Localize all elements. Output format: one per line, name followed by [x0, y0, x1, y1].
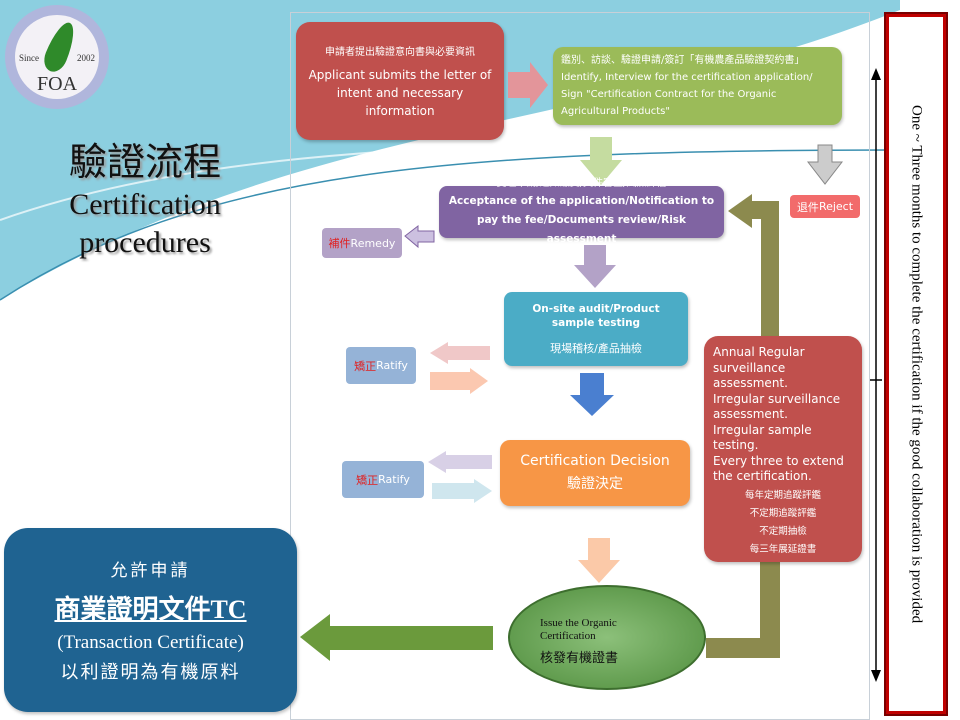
- arrow-up-icon: [871, 68, 881, 80]
- tc-box: 允許申請 商業證明文件TC (Transaction Certificate) …: [4, 528, 297, 712]
- arrow-right-icon: [430, 368, 488, 394]
- tc-line2: 商業證明文件TC: [54, 595, 247, 624]
- arrow-down-icon: [578, 538, 620, 583]
- title-en1: Certification: [69, 188, 221, 221]
- arrow-down-icon: [574, 245, 616, 288]
- audit-en: On-site audit/Product sample testing: [532, 303, 660, 329]
- step-submit: 申請者提出驗證意向書與必要資訊 Applicant submits the le…: [296, 22, 504, 140]
- logo-since: Since: [19, 53, 39, 63]
- title-en2: procedures: [79, 226, 211, 259]
- audit-zh: 現場稽核/產品抽檢: [550, 342, 642, 355]
- arrow-down-icon: [580, 137, 622, 185]
- surveillance-zh: 不定期抽檢: [759, 525, 807, 537]
- arrow-left-icon: [300, 614, 493, 661]
- surveillance-zh: 每年定期追蹤評鑑: [744, 489, 821, 501]
- arrow-right-icon: [508, 62, 548, 108]
- tc-line1: 允許申請: [110, 561, 191, 580]
- arrow-right-icon: [432, 479, 492, 503]
- step-accept: 受理申請/通知繳費/文件審查/風險評估 Acceptance of the ap…: [439, 178, 724, 245]
- decision-zh: 驗證決定: [567, 476, 623, 492]
- surveillance-zh: 不定期追蹤評鑑: [749, 507, 817, 519]
- decision-en: Certification Decision: [520, 453, 670, 469]
- surveillance-en: Irregular sample testing.: [713, 422, 812, 453]
- step-issue: Issue the Organic Certification 核發有機證書: [508, 585, 706, 690]
- identify-zh: 鑑別、訪談、驗證申請/簽訂「有機農產品驗證契約書」: [561, 54, 805, 66]
- arrow-down-icon: [871, 670, 881, 682]
- logo-year: 2002: [77, 53, 95, 63]
- accept-en: Acceptance of the application/Notificati…: [448, 195, 715, 245]
- step-audit: On-site audit/Product sample testing 現場稽…: [504, 292, 688, 366]
- issue-en: Issue the Organic Certification: [540, 617, 617, 642]
- submit-zh: 申請者提出驗證意向書與必要資訊: [325, 46, 475, 58]
- tc-line3: (Transaction Certificate): [57, 632, 244, 653]
- submit-en: Applicant submits the letter of intent a…: [308, 67, 492, 118]
- foa-logo: Since 2002 FOA: [5, 5, 109, 109]
- accept-zh: 受理申請/通知繳費/文件審查/風險評估: [496, 178, 667, 189]
- surveillance-en: Irregular surveillance assessment.: [713, 391, 841, 422]
- issue-zh: 核發有機證書: [540, 651, 619, 666]
- timeline-box: One ~ Three months to complete the certi…: [884, 12, 948, 716]
- arrow-down-icon: [570, 373, 614, 416]
- logo-abbr: FOA: [37, 73, 78, 95]
- identify-en: Identify, Interview for the certificatio…: [561, 71, 813, 117]
- step-decision: Certification Decision 驗證決定: [500, 440, 690, 506]
- timeline-text: One ~ Three months to complete the certi…: [908, 104, 925, 624]
- surveillance-zh: 每三年展延證書: [749, 543, 817, 555]
- surveillance-box: Annual Regular surveillance assessment. …: [704, 336, 862, 562]
- surveillance-en: Annual Regular surveillance assessment.: [713, 345, 805, 390]
- page-title: 驗證流程 Certification procedures: [20, 140, 270, 262]
- arrow-down-icon: [806, 144, 844, 185]
- title-zh: 驗證流程: [68, 142, 221, 184]
- tc-line4: 以利證明為有機原料: [60, 662, 241, 682]
- step-identify: 鑑別、訪談、驗證申請/簽訂「有機農產品驗證契約書」 Identify, Inte…: [553, 47, 842, 125]
- surveillance-en: Every three to extend the certification.: [713, 453, 844, 484]
- arrow-left-icon: [728, 194, 752, 228]
- arrow-left-icon: [428, 451, 492, 473]
- arrow-left-icon: [404, 224, 435, 249]
- arrow-left-icon: [430, 342, 490, 364]
